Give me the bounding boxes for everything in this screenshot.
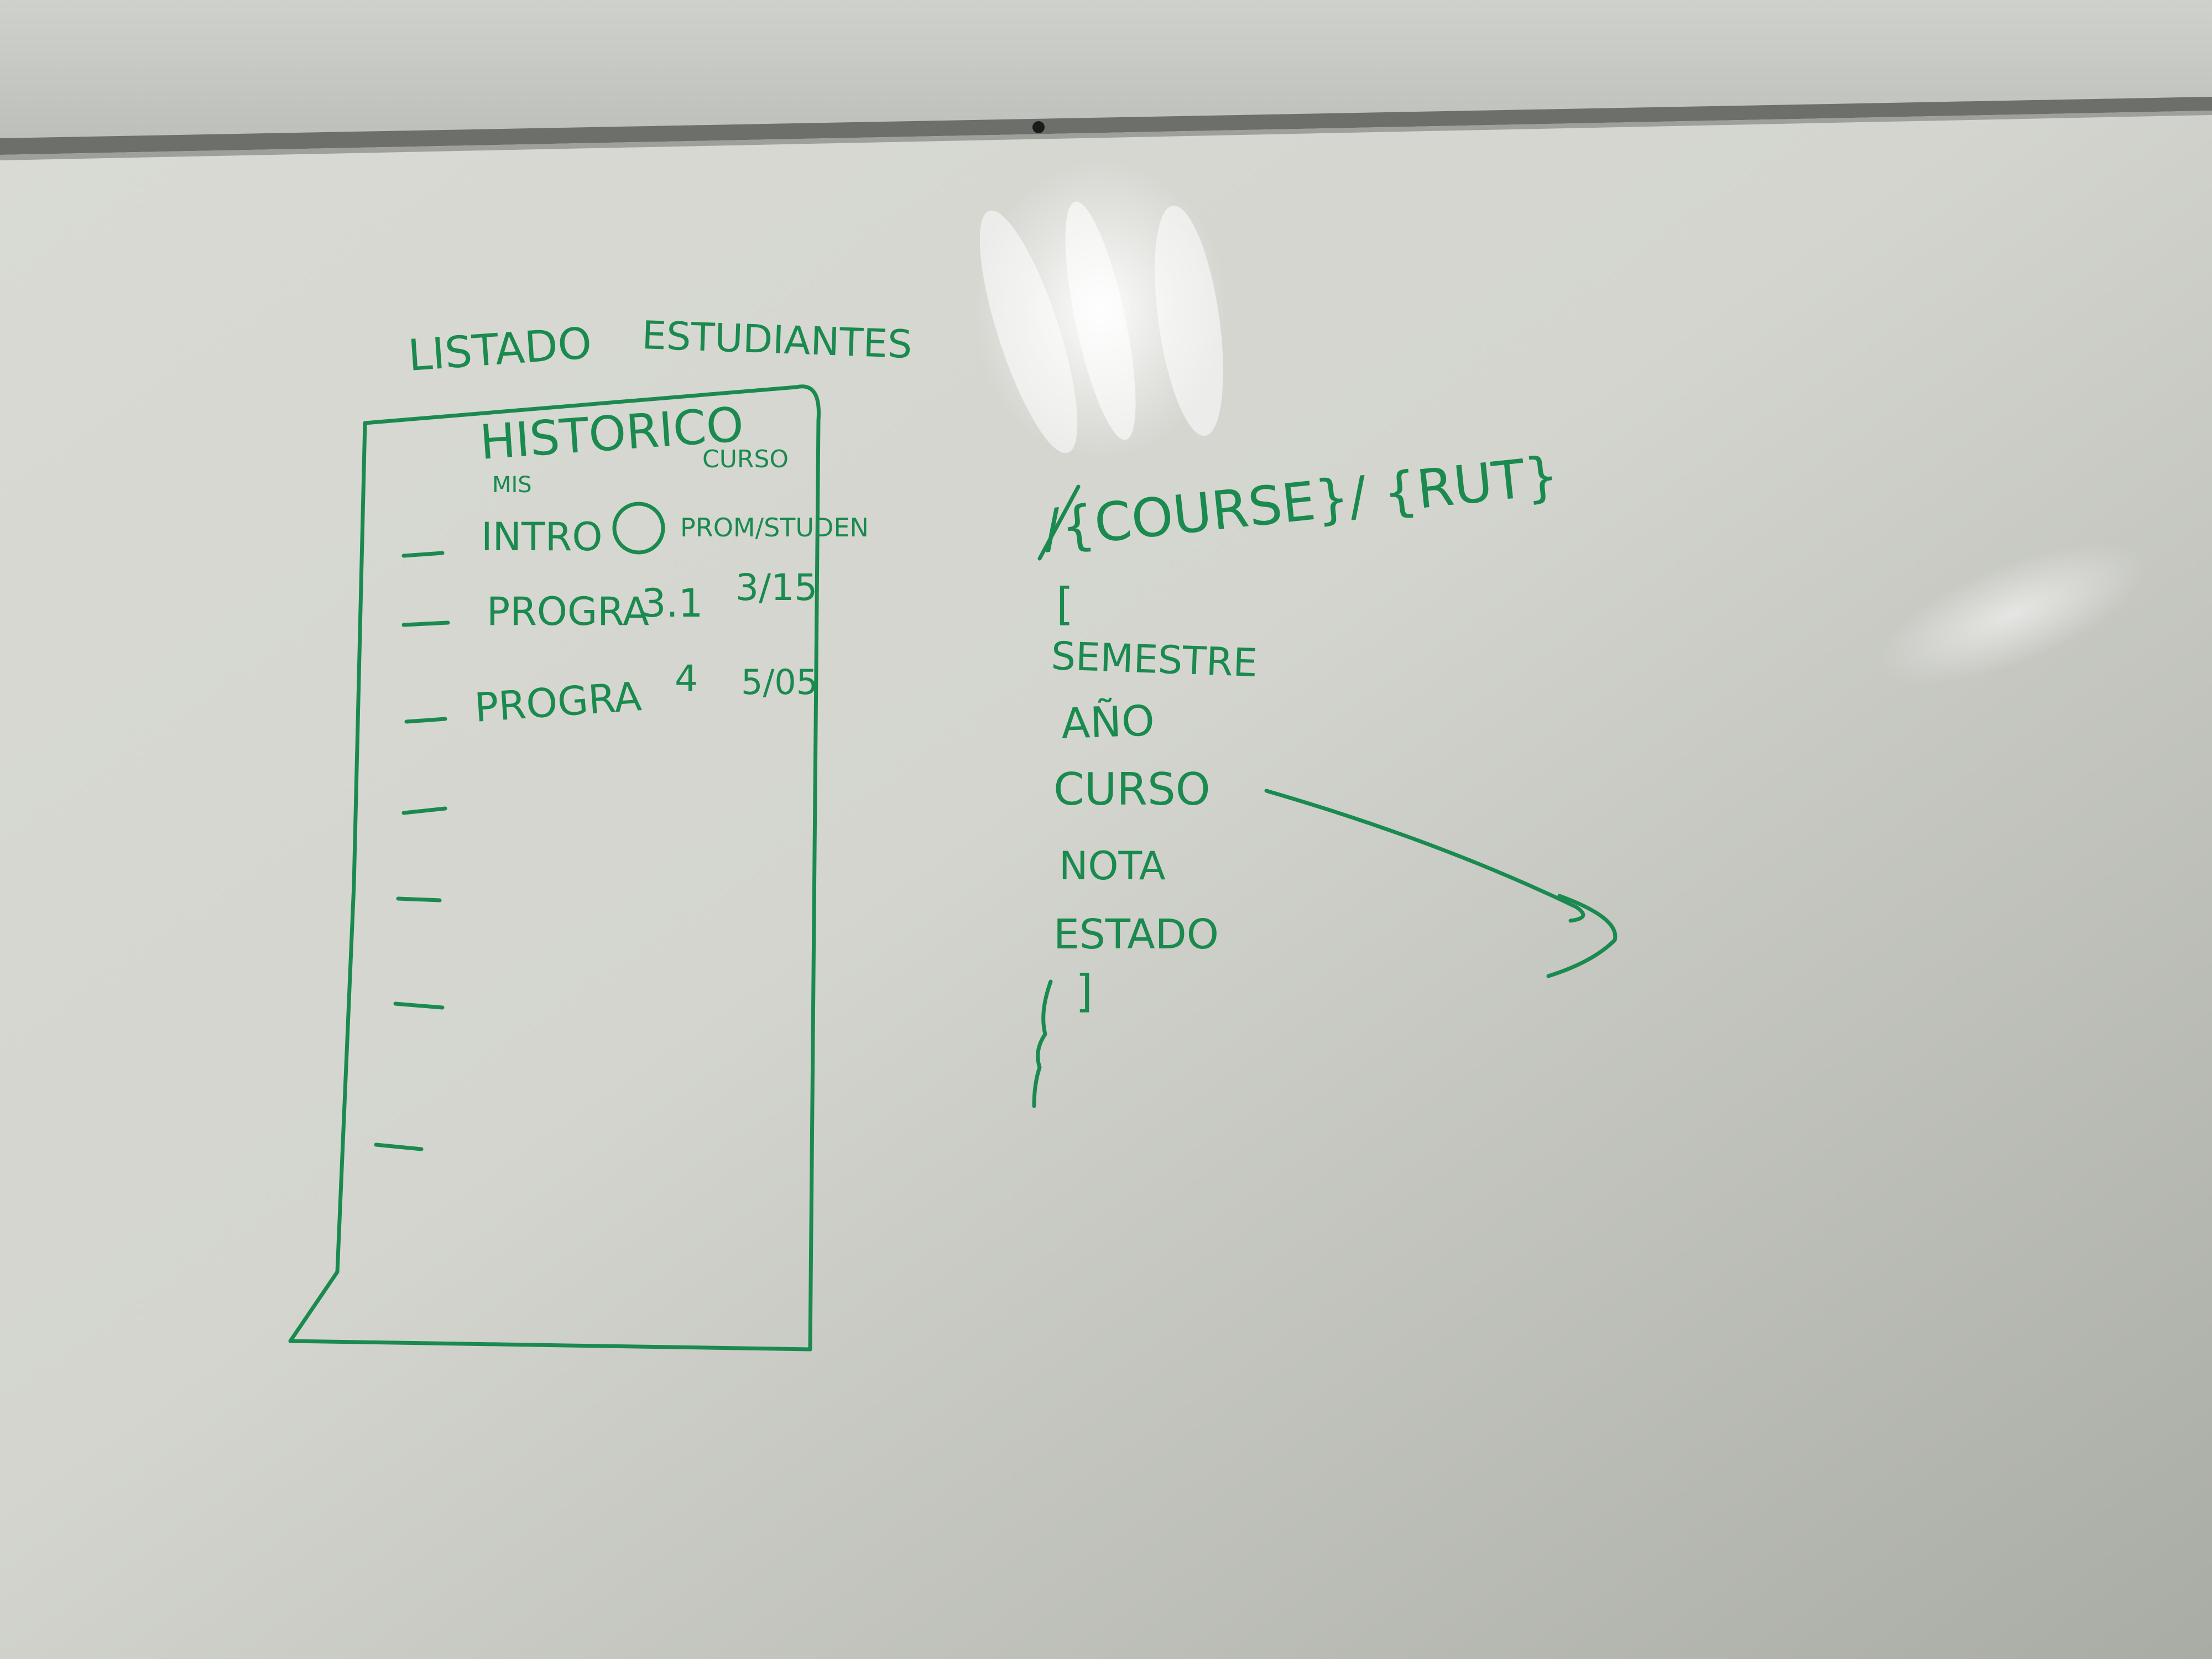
row-grade: 4	[675, 658, 698, 700]
row-grade: 3.1	[641, 581, 703, 626]
row-note: PROM/STUDEN	[680, 513, 869, 542]
light-glare-secondary	[1878, 542, 2148, 685]
close-brace	[1032, 979, 1053, 1108]
list-title-estudiantes: ESTUDIANTES	[641, 312, 912, 367]
row-note: 5/05	[741, 662, 818, 702]
curso-arrow	[1264, 789, 1585, 923]
light-glare-streak	[979, 210, 1078, 453]
field-estado: ESTADO	[1053, 911, 1219, 958]
field-ano: AÑO	[1061, 696, 1156, 748]
endpoint-slash	[1037, 484, 1081, 561]
arrow-brace	[1546, 894, 1618, 978]
field-nota: NOTA	[1059, 843, 1166, 889]
close-bracket: ]	[1076, 966, 1093, 1017]
light-glare-streak	[1065, 201, 1136, 440]
row-course: INTRO	[481, 514, 603, 560]
board-rail	[0, 97, 2212, 155]
board-rail-edge	[0, 111, 2212, 160]
board-surface	[0, 111, 2212, 1659]
list-row-dashes	[374, 551, 450, 1151]
empty-grade-circle	[612, 502, 665, 555]
column-curso-label: CURSO	[702, 445, 789, 473]
open-bracket: [	[1056, 578, 1073, 630]
field-semestre: SEMESTRE	[1050, 633, 1258, 686]
light-glare-streak	[1155, 205, 1223, 436]
row-course: PROGRA	[487, 589, 649, 634]
student-list-box	[288, 384, 821, 1352]
row-note: 3/15	[735, 566, 817, 609]
field-curso: CURSO	[1053, 764, 1211, 815]
rail-screw	[1032, 121, 1045, 133]
column-mis-label: MIS	[492, 472, 532, 498]
